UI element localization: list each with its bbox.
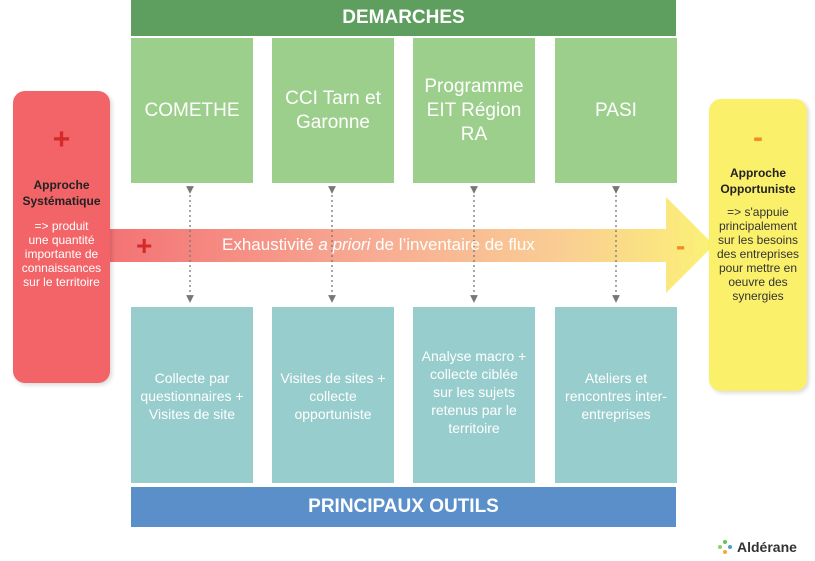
outil-box-2: Visites de sites + collecte opportuniste bbox=[272, 307, 394, 483]
demarche-label: Programme EIT Région RA bbox=[424, 75, 524, 145]
panel-minus-sign: - bbox=[753, 121, 763, 154]
panel-title: Approche Systématique bbox=[22, 178, 101, 208]
outil-box-4: Ateliers et rencontres inter- entreprise… bbox=[555, 307, 677, 483]
demarche-label: CCI Tarn et Garonne bbox=[285, 87, 381, 133]
outil-box-1: Collecte par questionnaires + Visites de… bbox=[131, 307, 253, 483]
arrow-minus-sign: - bbox=[676, 229, 686, 261]
panel-text: => produit une quantité importante de co… bbox=[21, 219, 102, 289]
demarche-box-cci: CCI Tarn et Garonne bbox=[272, 38, 394, 183]
outil-label: Visites de sites + collecte opportuniste bbox=[280, 370, 386, 422]
panel-text: => s'appuie principalement sur les besoi… bbox=[716, 205, 800, 303]
exhaustivity-arrow bbox=[100, 197, 714, 293]
outil-label: Analyse macro + collecte ciblée sur les … bbox=[421, 348, 527, 436]
demarche-box-comethe: COMETHE bbox=[131, 38, 253, 183]
outil-box-3: Analyse macro + collecte ciblée sur les … bbox=[413, 307, 535, 483]
outils-footer: PRINCIPAUX OUTILS bbox=[131, 487, 676, 527]
outils-footer-title: PRINCIPAUX OUTILS bbox=[308, 496, 499, 517]
arrow-label-italic: a priori bbox=[318, 235, 371, 254]
approche-opportuniste-panel: - Approche Opportuniste => s'appuie prin… bbox=[709, 99, 807, 391]
arrow-label: Exhaustivité a priori de l’inventaire de… bbox=[222, 234, 535, 256]
demarches-header: DEMARCHES bbox=[131, 0, 676, 36]
arrow-label-part2: de l’inventaire de flux bbox=[370, 235, 535, 254]
demarche-label: PASI bbox=[595, 99, 637, 121]
logo-text: Aldérane bbox=[737, 539, 797, 555]
panel-title: Approche Opportuniste bbox=[720, 166, 796, 196]
demarches-header-title: DEMARCHES bbox=[342, 7, 465, 28]
panel-plus-sign: + bbox=[52, 123, 71, 156]
approche-systematique-panel: + Approche Systématique => produit une q… bbox=[13, 91, 110, 383]
outil-label: Collecte par questionnaires + Visites de… bbox=[140, 370, 244, 422]
connector-lines bbox=[186, 186, 620, 303]
outil-label: Ateliers et rencontres inter- entreprise… bbox=[565, 370, 667, 422]
arrow-label-part1: Exhaustivité bbox=[222, 235, 319, 254]
logo-icon bbox=[718, 540, 732, 554]
demarche-label: COMETHE bbox=[144, 99, 240, 121]
demarche-box-pasi: PASI bbox=[555, 38, 677, 183]
arrow-plus-sign: + bbox=[136, 229, 153, 261]
demarche-box-eit: Programme EIT Région RA bbox=[413, 38, 535, 183]
aldrane-logo: Aldérane bbox=[717, 537, 797, 557]
